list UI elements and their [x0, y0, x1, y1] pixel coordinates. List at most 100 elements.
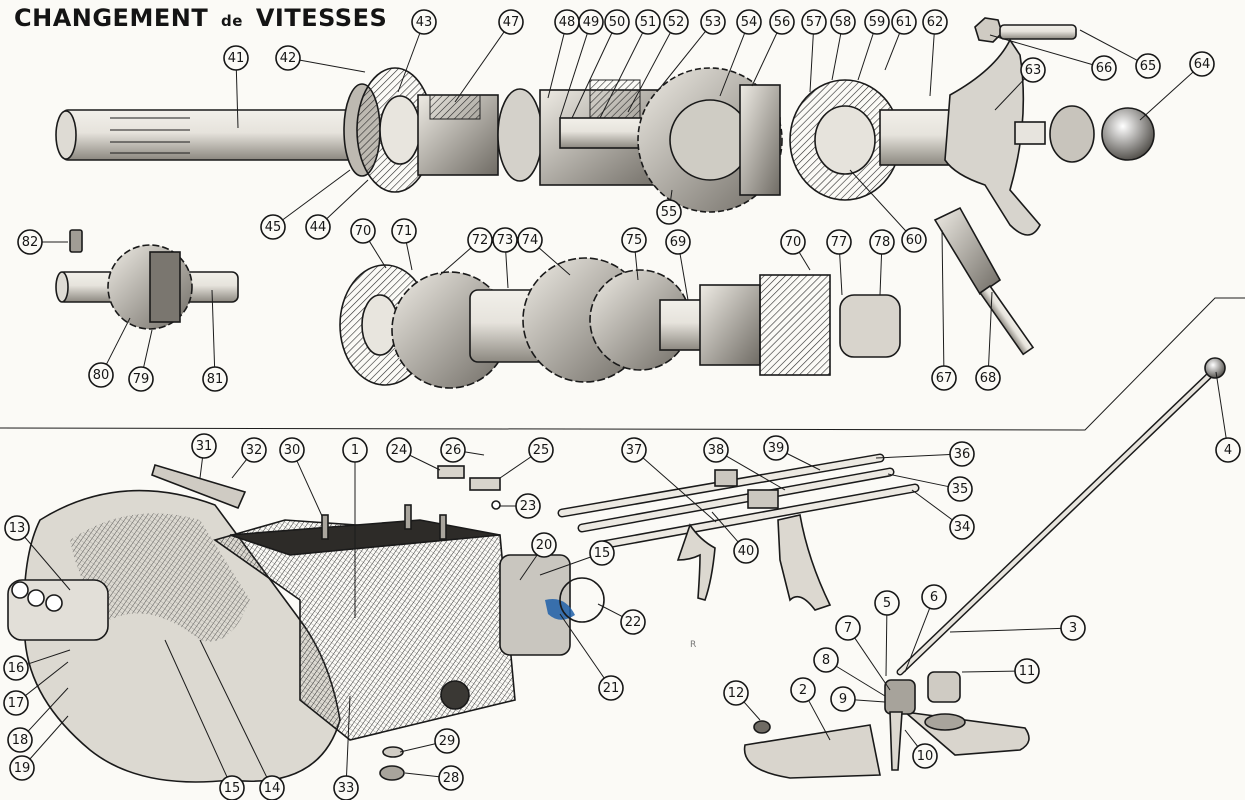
callout-circle	[305, 214, 331, 240]
bolt-shank	[999, 24, 1077, 40]
leader-line	[326, 179, 369, 220]
callout-circle	[219, 775, 245, 800]
callout-70: 70	[780, 229, 811, 271]
callout-circle	[498, 9, 524, 35]
leader-line	[634, 251, 639, 281]
callout-17: 17	[3, 661, 69, 716]
gearbox-case-assembly	[7, 464, 605, 783]
lever-base-plate	[743, 724, 881, 779]
callout-number: 82	[22, 235, 39, 250]
locking-screw	[69, 229, 83, 253]
leader-line	[164, 639, 228, 778]
callout-circle	[589, 540, 615, 566]
leader-line	[597, 603, 623, 617]
callout-circle	[3, 655, 29, 681]
callout-53: 53	[659, 9, 726, 89]
leader-line	[464, 451, 485, 456]
rear-bearing-inner	[814, 105, 876, 175]
callout-16: 16	[3, 649, 71, 681]
gear-knob	[1204, 357, 1226, 379]
leader-line	[839, 253, 843, 296]
callout-number: 47	[503, 15, 520, 30]
callout-31: 31	[191, 433, 217, 479]
callout-number: 40	[738, 544, 755, 559]
callout-13: 13	[4, 515, 71, 591]
callout-6: 6	[904, 584, 947, 673]
leader-line	[559, 33, 588, 119]
callout-circle	[260, 214, 286, 240]
callout-62: 62	[922, 9, 948, 97]
callout-circle	[515, 493, 541, 519]
callout-number: 26	[445, 443, 462, 458]
selector-block-2	[747, 489, 779, 509]
callout-59: 59	[857, 9, 890, 81]
callout-circle	[1215, 437, 1241, 463]
callout-19: 19	[9, 715, 69, 781]
leader-line	[299, 59, 366, 73]
washer-29	[382, 746, 404, 758]
leader-line	[941, 229, 945, 367]
callout-28: 28	[404, 765, 464, 791]
callout-number: 18	[12, 733, 29, 748]
leader-line	[849, 169, 907, 232]
layshaft-end-bearing	[839, 294, 901, 358]
callout-number: 22	[625, 615, 642, 630]
callout-38: 38	[703, 437, 786, 491]
callout-circle	[88, 362, 114, 388]
callout-77: 77	[826, 229, 852, 296]
callout-circle	[620, 609, 646, 635]
leader-line	[405, 242, 413, 271]
callout-23: 23	[500, 493, 541, 519]
speedometer-drive	[933, 206, 1035, 356]
callout-45: 45	[260, 169, 351, 240]
front-bearing-inner	[379, 95, 421, 165]
callout-number: 58	[835, 15, 852, 30]
leader-line	[642, 457, 717, 523]
cover-hole-1	[11, 581, 29, 599]
callout-circle	[578, 9, 604, 35]
gearbox-housing	[213, 519, 516, 741]
callout-69: 69	[665, 229, 691, 301]
callout-61: 61	[884, 9, 917, 71]
leader-line	[499, 456, 532, 479]
leader-line	[409, 454, 441, 471]
callout-number: 62	[927, 15, 944, 30]
callout-number: 34	[954, 520, 971, 535]
leader-line	[879, 253, 883, 296]
callout-number: 30	[284, 443, 301, 458]
leader-line	[726, 455, 786, 491]
stud-3	[439, 514, 447, 540]
callout-number: 73	[497, 233, 514, 248]
gear-lever-assembly	[743, 357, 1226, 779]
callout-number: 56	[774, 15, 791, 30]
callout-68: 68	[975, 291, 1001, 391]
callout-56: 56	[751, 9, 795, 87]
leader-line	[786, 452, 821, 471]
leader-line	[1215, 371, 1227, 439]
bracket-25	[469, 477, 501, 491]
callout-circle	[241, 437, 267, 463]
leader-line	[711, 511, 739, 543]
callout-circle	[259, 775, 285, 800]
leader-line	[994, 78, 1026, 111]
callout-number: 8	[822, 653, 830, 668]
callout-number: 10	[917, 749, 934, 764]
leader-line	[884, 32, 901, 71]
leader-line	[743, 701, 761, 721]
cover-hole-2	[27, 589, 45, 607]
callout-circle	[830, 9, 856, 35]
plug-28	[379, 765, 405, 781]
callout-number: 45	[265, 220, 282, 235]
shaft-end	[55, 110, 77, 160]
selector-block-1	[714, 469, 738, 487]
stud-1	[321, 514, 329, 540]
callout-circle	[333, 775, 359, 800]
callout-number: 78	[874, 235, 891, 250]
callout-21: 21	[559, 613, 624, 701]
leader-line	[29, 715, 69, 760]
callout-circle	[949, 441, 975, 467]
callout-3: 3	[949, 615, 1086, 641]
title-main: CHANGEMENT	[14, 4, 209, 32]
leader-line	[808, 700, 831, 741]
callout-circle	[275, 45, 301, 71]
